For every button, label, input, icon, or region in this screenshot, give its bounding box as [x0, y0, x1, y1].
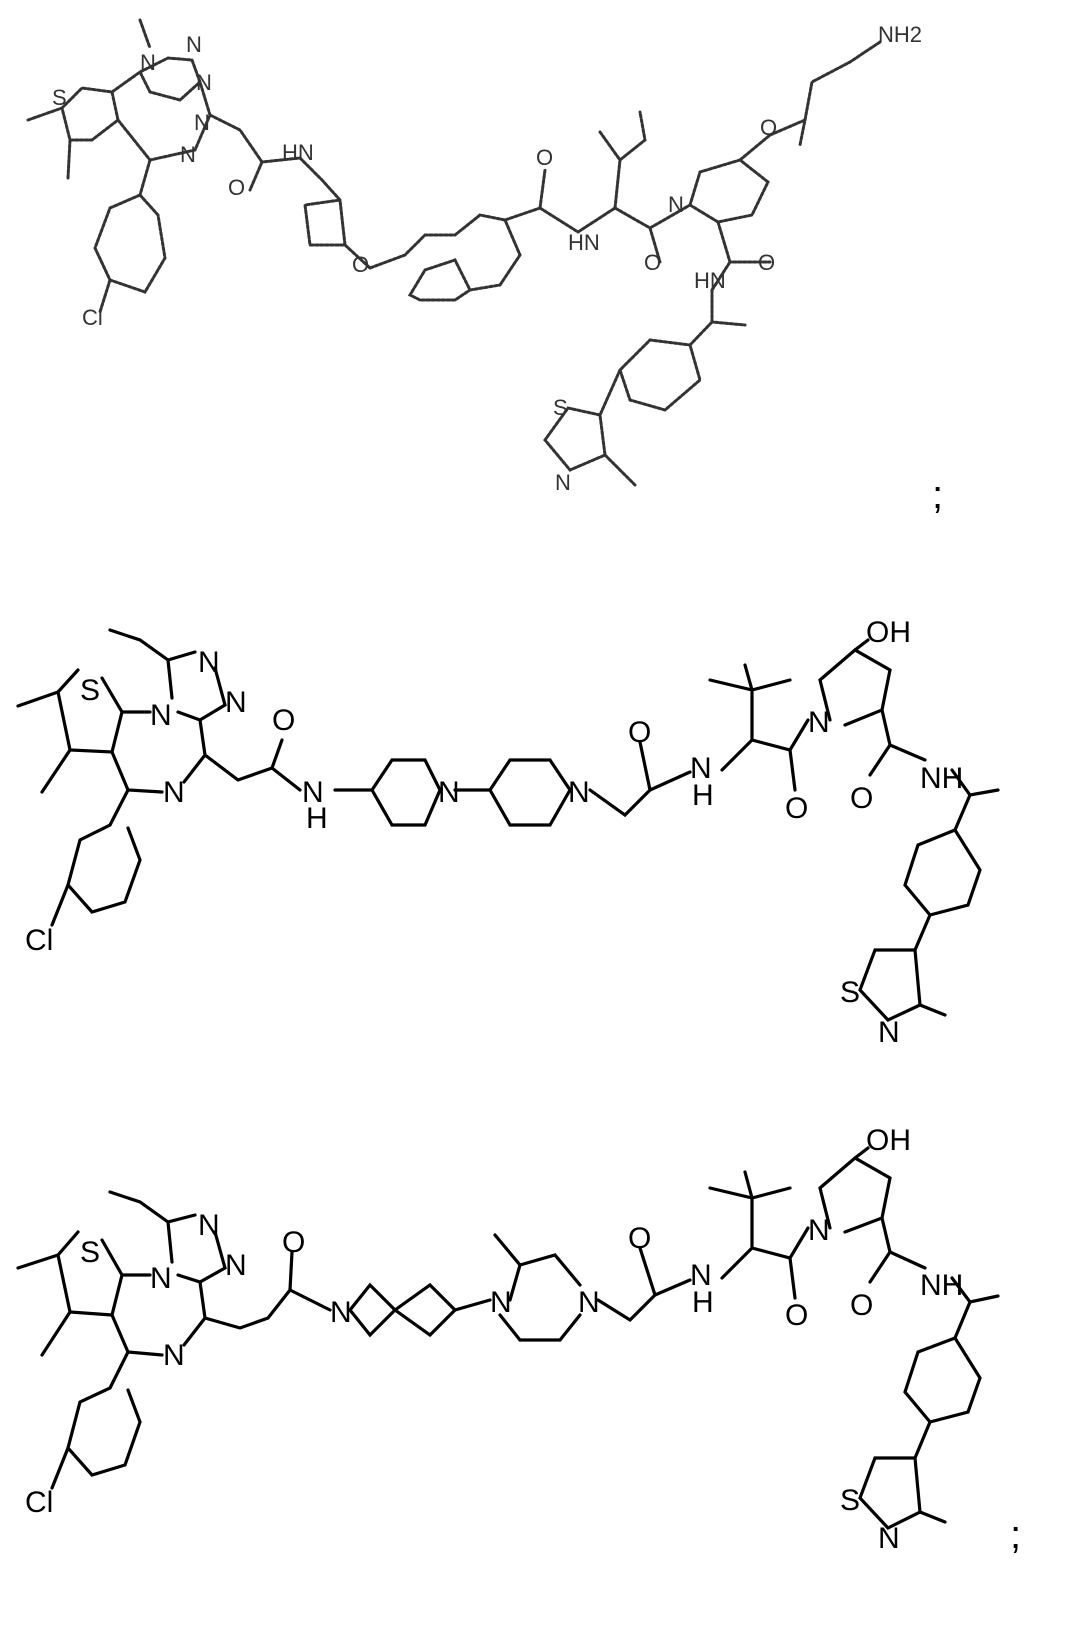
structure-3-atom-labels: S N N N N Cl O N N N O N H O N OH O NH S…	[25, 1124, 963, 1555]
atom-label: O	[536, 145, 553, 170]
atom-label: N	[438, 776, 460, 809]
atom-label: O	[785, 792, 808, 825]
atom-label: HN	[694, 268, 726, 293]
atom-label: O	[644, 250, 661, 275]
atom-label: N	[140, 50, 156, 75]
atom-label: S	[80, 1236, 100, 1269]
atom-label: N	[668, 192, 684, 217]
atom-label: N	[163, 1339, 185, 1372]
atom-label: O	[352, 252, 369, 277]
atom-label: N	[225, 686, 247, 719]
atom-label: O	[628, 1222, 651, 1255]
atom-label: O	[760, 115, 777, 140]
atom-label: OH	[866, 1124, 911, 1157]
atom-label: Cl	[25, 1486, 53, 1519]
atom-label: NH2	[878, 22, 922, 47]
atom-label: S	[840, 1484, 860, 1517]
atom-label: O	[272, 704, 295, 737]
atom-label: O	[758, 250, 775, 275]
atom-label: O	[228, 175, 245, 200]
atom-label: S	[80, 674, 100, 707]
atom-label: N	[225, 1249, 247, 1282]
structure-2-bonds	[18, 630, 998, 1020]
atom-label: N	[568, 776, 590, 809]
atom-label: S	[840, 976, 860, 1009]
atom-label: N	[150, 699, 172, 732]
atom-label: N	[198, 646, 220, 679]
atom-label: N	[180, 142, 196, 167]
atom-label: S	[553, 395, 568, 420]
atom-label: N	[555, 470, 571, 495]
atom-label: N	[163, 776, 185, 809]
atom-label: N	[490, 1286, 512, 1319]
atom-label: S	[52, 85, 67, 110]
atom-label: N	[578, 1286, 600, 1319]
atom-label: N	[198, 1209, 220, 1242]
atom-label: Cl	[82, 305, 103, 330]
atom-label: H	[692, 1286, 714, 1319]
structure-1-bonds	[28, 20, 880, 485]
structure-1: S N N N N Cl HN HN HN O O O O O O S N NH…	[28, 20, 943, 517]
structure-3-bonds	[18, 1148, 998, 1528]
structure-1-atom-labels: S N N N N Cl HN HN HN O O O O O O S N NH…	[52, 22, 922, 495]
atom-label: N	[808, 706, 830, 739]
atom-label: OH	[866, 616, 911, 649]
atom-label: N	[878, 1522, 900, 1555]
atom-label: NH	[920, 762, 963, 795]
atom-label: N	[196, 70, 212, 95]
structure-3: S N N N N Cl O N N N O N H O N OH O NH S…	[18, 1124, 1021, 1557]
atom-label: O	[850, 1289, 873, 1322]
atom-label: N	[150, 1262, 172, 1295]
atom-label: HN	[568, 230, 600, 255]
atom-label: O	[628, 716, 651, 749]
atom-label: O	[785, 1299, 808, 1332]
atom-label: Cl	[25, 924, 53, 957]
atom-label: N	[330, 1296, 352, 1329]
structure-2: S N N N N Cl O N H N N O N H O N OH O NH…	[18, 616, 998, 1049]
atom-label: N	[194, 110, 210, 135]
atom-label: N	[878, 1016, 900, 1049]
structure-2-atom-labels: S N N N N Cl O N H N N O N H O N OH O NH…	[25, 616, 963, 1049]
atom-label: O	[850, 782, 873, 815]
atom-label: H	[692, 779, 714, 812]
atom-label: H	[306, 802, 328, 835]
separator-semicolon: ;	[932, 473, 943, 517]
atom-label: N	[808, 1214, 830, 1247]
atom-label: NH	[920, 1269, 963, 1302]
atom-label: N	[186, 32, 202, 57]
separator-semicolon: ;	[1010, 1513, 1021, 1557]
atom-label: HN	[282, 140, 314, 165]
atom-label: O	[282, 1226, 305, 1259]
